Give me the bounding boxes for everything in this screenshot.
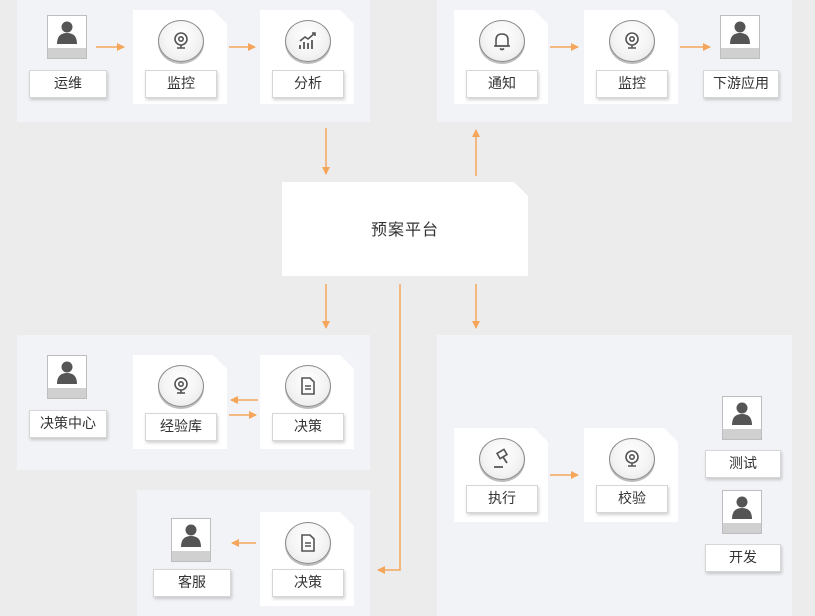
node-plan-platform[interactable]: 预案平台 [282, 182, 528, 276]
bell-icon [479, 20, 525, 62]
node-execute[interactable]: 执行 [454, 428, 548, 522]
node-verify[interactable]: 校验 [584, 428, 678, 522]
label-monitor-1: 监控 [145, 70, 217, 98]
label-decision-1: 决策 [272, 413, 344, 441]
label-notify: 通知 [466, 70, 538, 98]
camera-icon [158, 365, 204, 407]
arrow-platform-to-bottom-left [377, 284, 401, 574]
person-icon-test [722, 396, 762, 440]
person-icon-customer-service [171, 518, 211, 562]
node-decision-2[interactable]: 决策 [260, 512, 354, 606]
person-icon-ops [47, 15, 87, 59]
person-icon-downstream [720, 15, 760, 59]
label-execute: 执行 [466, 485, 538, 513]
node-decision-1[interactable]: 决策 [260, 355, 354, 449]
label-verify: 校验 [596, 485, 668, 513]
gavel-icon [479, 438, 525, 480]
label-decision-2: 决策 [272, 569, 344, 597]
document-icon [285, 522, 331, 564]
chart-up-icon [285, 20, 331, 62]
node-monitor-2[interactable]: 监控 [584, 10, 678, 104]
label-test: 测试 [705, 450, 781, 478]
node-experience[interactable]: 经验库 [133, 355, 227, 449]
camera-icon [609, 20, 655, 62]
document-icon [285, 365, 331, 407]
node-monitor-1[interactable]: 监控 [133, 10, 227, 104]
label-decision-center: 决策中心 [29, 410, 107, 438]
plan-platform-title: 预案平台 [370, 220, 439, 239]
node-analysis[interactable]: 分析 [260, 10, 354, 104]
label-analysis: 分析 [272, 70, 344, 98]
label-dev: 开发 [705, 544, 781, 572]
label-ops: 运维 [29, 70, 107, 98]
camera-icon [158, 20, 204, 62]
person-icon-dev [722, 490, 762, 534]
label-downstream: 下游应用 [703, 70, 779, 98]
label-customer-service: 客服 [153, 569, 231, 597]
label-experience: 经验库 [145, 413, 217, 441]
label-monitor-2: 监控 [596, 70, 668, 98]
node-notify[interactable]: 通知 [454, 10, 548, 104]
person-icon-decision-center [47, 355, 87, 399]
camera-icon [609, 438, 655, 480]
